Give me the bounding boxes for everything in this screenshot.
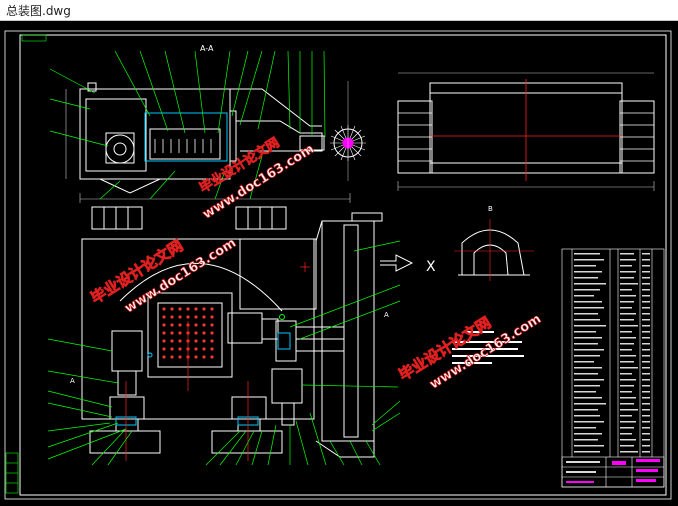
plan-view bbox=[81, 206, 414, 458]
window-titlebar: 总装图.dwg bbox=[0, 0, 678, 21]
side-view-centerlines bbox=[430, 79, 622, 181]
plan-centerlines bbox=[125, 262, 310, 461]
cad-viewport[interactable]: A-A bbox=[0, 21, 678, 506]
cad-drawing[interactable]: A-A bbox=[0, 21, 678, 506]
detail-view-b: B bbox=[454, 205, 534, 281]
window-title: 总装图.dwg bbox=[6, 4, 71, 18]
leaders-section-aa bbox=[49, 50, 326, 200]
inner-frame bbox=[19, 34, 667, 496]
parts-list bbox=[561, 248, 665, 488]
cross-mark: X bbox=[426, 259, 436, 275]
leaders-plan bbox=[47, 240, 401, 466]
parts-list-rows bbox=[574, 253, 650, 453]
title-block bbox=[561, 456, 665, 488]
cut-label-left: A bbox=[70, 377, 75, 385]
title-block-fills bbox=[566, 459, 660, 483]
corner-tag bbox=[21, 34, 47, 42]
technical-notes bbox=[452, 331, 524, 364]
view-label: B bbox=[488, 205, 493, 213]
outer-frame bbox=[4, 30, 672, 500]
section-label: A-A bbox=[200, 44, 214, 53]
plan-grid-holes bbox=[162, 307, 214, 359]
cut-label-right: A bbox=[384, 311, 389, 319]
section-view-aa: A-A bbox=[65, 44, 366, 203]
revision-table bbox=[5, 452, 19, 494]
